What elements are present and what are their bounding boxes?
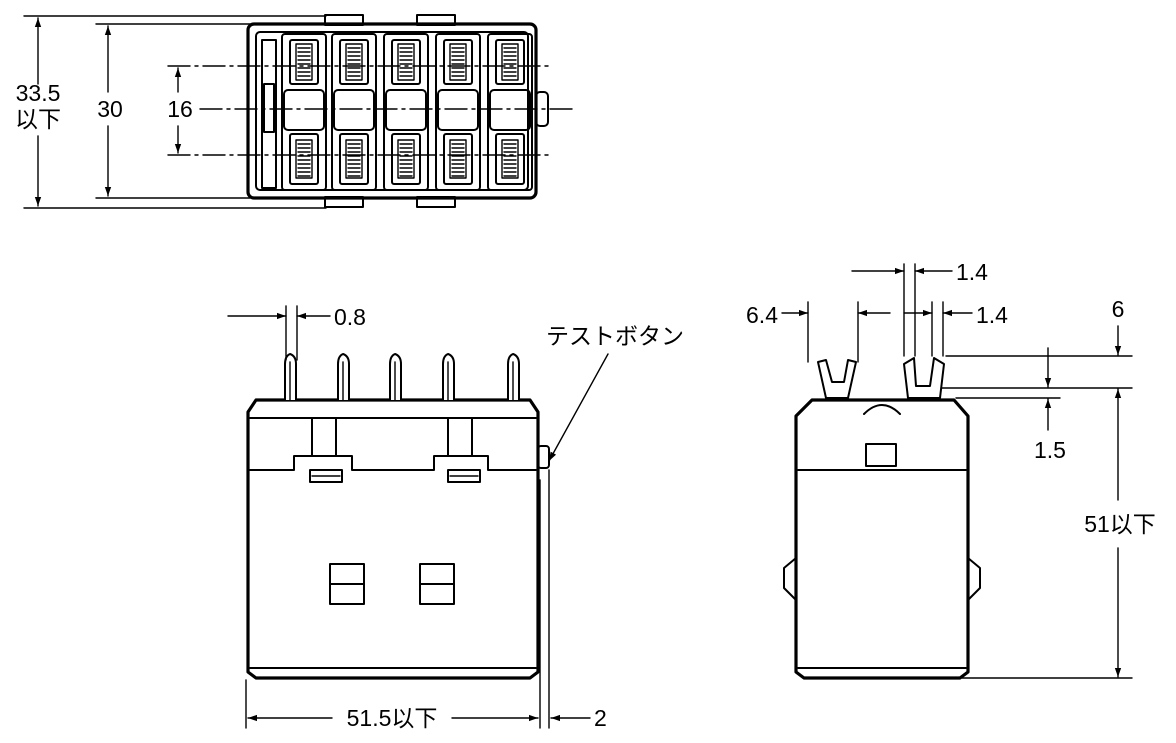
dim-terminal-pitch: 16 xyxy=(167,96,193,122)
test-button-label: テストボタン xyxy=(546,323,684,349)
terminal-compartment xyxy=(331,33,377,191)
dim-terminal-height: 6 xyxy=(1112,296,1125,322)
side-view: 1.4 6.4 1.4 6 1.5 51以下 xyxy=(746,259,1156,680)
dim-button-protrusion: 2 xyxy=(594,705,607,731)
dim-width: 51.5以下 xyxy=(347,705,438,731)
dim-terminal-span: 6.4 xyxy=(746,302,778,328)
terminal-compartment xyxy=(281,33,327,191)
dim-height-total-suffix: 以下 xyxy=(15,106,61,132)
dim-slot-top: 1.4 xyxy=(956,259,988,285)
dim-height: 51以下 xyxy=(1084,511,1156,537)
terminal-compartment xyxy=(383,33,429,191)
dim-slot-right: 1.4 xyxy=(976,302,1008,328)
terminal-compartment xyxy=(435,33,481,191)
dim-height: 30 xyxy=(97,96,123,122)
dim-height-total: 33.5 xyxy=(16,80,61,106)
dim-slot-depth: 1.5 xyxy=(1034,437,1066,463)
dim-terminal-width: 0.8 xyxy=(334,304,366,330)
terminal-compartment xyxy=(487,33,533,191)
top-view: 33.5 以下 30 16 xyxy=(15,14,573,209)
front-view: 0.8 テストボタン 51.5以下 2 xyxy=(227,304,684,731)
